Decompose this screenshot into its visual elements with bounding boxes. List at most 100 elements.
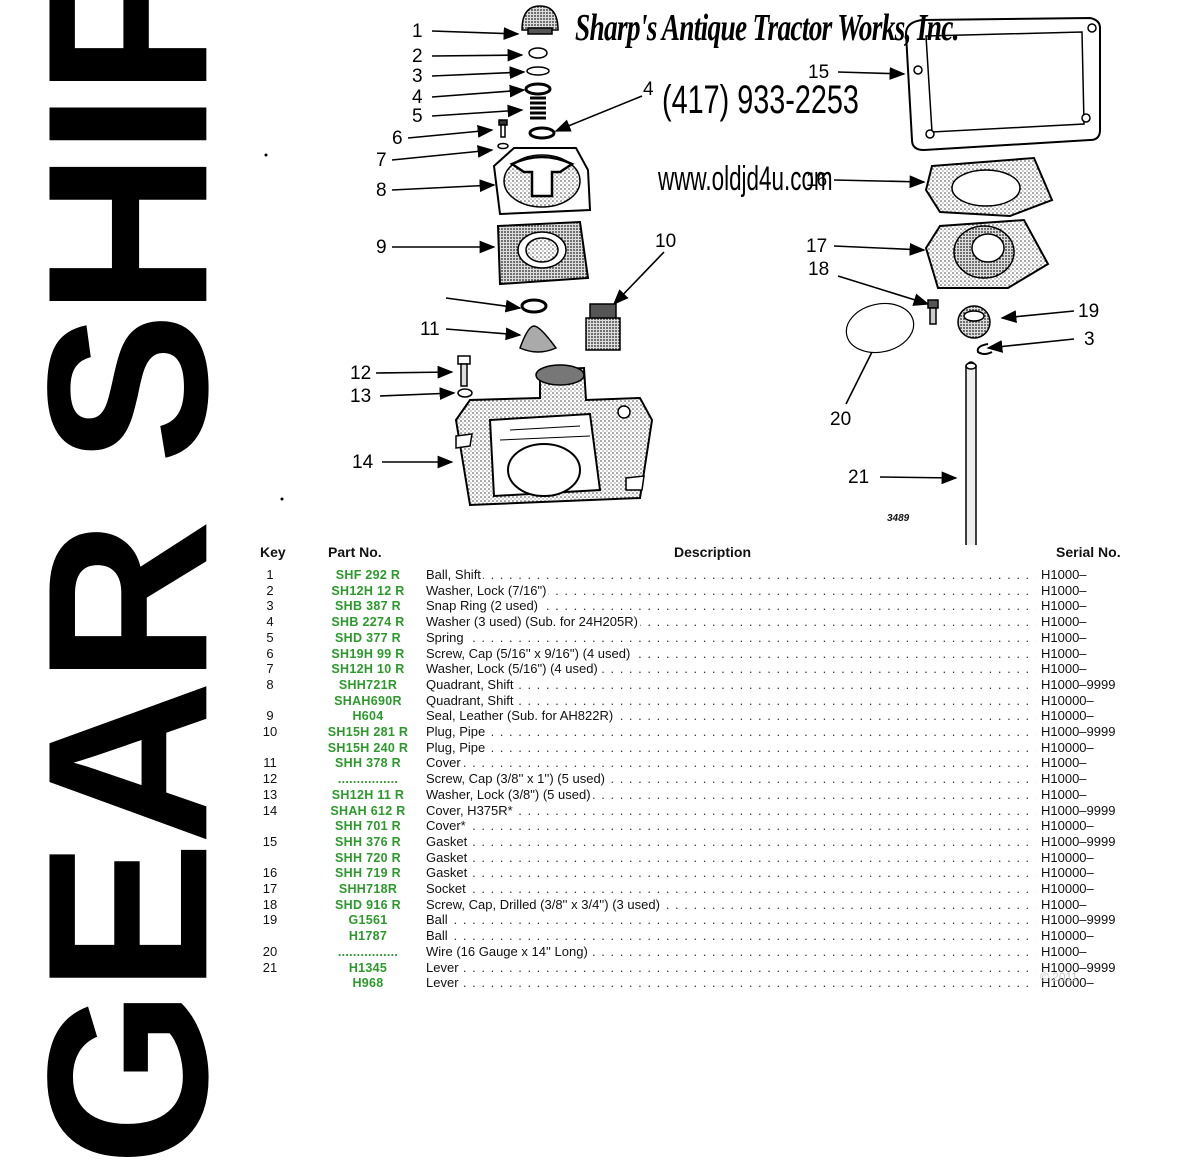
description-text: Lever <box>426 959 461 975</box>
copyright: © 2011 <box>1040 970 1078 984</box>
description-text: Screw, Cap (5/16'' x 9/16'') (4 used) <box>426 645 633 661</box>
cell-description: Seal, Leather (Sub. for AH822R) <box>426 708 1036 724</box>
callout-11: 11 <box>420 319 440 340</box>
callout-20: 20 <box>830 409 852 430</box>
cell-part-no: SH15H 281 R <box>327 725 409 739</box>
table-row: 19G1561BallH1000–9999 <box>256 912 1200 928</box>
cell-part-no: SHB 2274 R <box>331 615 405 630</box>
cell-description: Socket <box>426 881 1036 897</box>
cell-part-no: G1561 <box>348 913 388 928</box>
table-row: SHH 720 RGasketH10000– <box>256 849 1200 866</box>
cell-key: 3 <box>266 598 274 614</box>
cell-part-no: H1787 <box>348 929 388 944</box>
cell-key: 10 <box>262 724 278 739</box>
header-key: Key <box>260 544 286 560</box>
cell-part-no: SHH721R <box>338 677 398 692</box>
cell-serial-no: H10000– <box>1041 865 1094 881</box>
header-description: Description <box>674 544 752 560</box>
table-row: 20................Wire (16 Gauge x 14'' … <box>256 943 1200 960</box>
cell-serial-no: H10000– <box>1041 975 1094 991</box>
cell-key: 7 <box>266 661 274 677</box>
description-text: Cover* <box>426 818 468 834</box>
callout-5: 5 <box>412 106 423 127</box>
cell-key: 20 <box>262 943 278 959</box>
callout-15: 15 <box>808 62 830 83</box>
brand-name: Sharp's Antique Tractor Works, Inc. <box>575 7 960 49</box>
cell-key: 4 <box>266 614 274 630</box>
cell-description: Washer (3 used) (Sub. for 24H205R) <box>426 614 1036 630</box>
cell-key: 15 <box>262 833 278 849</box>
cell-serial-no: H1000– <box>1041 614 1087 630</box>
cell-description: Cover <box>426 755 1036 771</box>
cell-part-no: ................ <box>337 944 399 959</box>
cell-serial-no: H10000– <box>1041 708 1094 724</box>
description-text: Ball <box>426 928 450 944</box>
description-text: Plug, Pipe <box>426 724 488 739</box>
cell-description: Spring <box>426 629 1036 646</box>
cell-key: 9 <box>266 708 274 724</box>
cell-serial-no: H1000– <box>1041 755 1087 771</box>
cell-serial-no: H10000– <box>1041 818 1094 834</box>
cell-part-no: SHH 378 R <box>335 756 401 771</box>
callout-3: 3 <box>412 66 423 87</box>
table-row: SHH 701 R Cover* H10000– <box>256 818 1200 834</box>
cell-serial-no: H1000– <box>1041 645 1087 661</box>
description-text: Gasket <box>426 849 470 865</box>
cell-serial-no: H10000– <box>1041 928 1094 944</box>
figure-number: 3489 <box>887 513 910 524</box>
cell-serial-no: H1000– <box>1041 629 1087 645</box>
cell-part-no: SHH 720 R <box>335 850 401 865</box>
callout-17: 17 <box>806 236 828 257</box>
table-row: H1787 Ball H10000– <box>256 928 1200 944</box>
callout-4: 4 <box>412 87 423 108</box>
callout-12: 12 <box>350 363 372 384</box>
cell-description: Washer, Lock (3/8") (5 used) <box>426 786 1036 803</box>
cell-part-no: SHH718R <box>338 882 398 896</box>
cell-key: 2 <box>266 582 274 598</box>
cell-description: Washer, Lock (5/16") (4 used) <box>426 661 1036 677</box>
cell-part-no: SHF 292 R <box>335 568 401 582</box>
cell-key: 21 <box>262 959 278 975</box>
table-row: 9 H604 Seal, Leather (Sub. for AH822R) H100… <box>256 708 1200 724</box>
cell-serial-no: H1000–9999 <box>1041 676 1116 692</box>
cell-part-no: SHAH690R <box>334 693 402 708</box>
callout-16: 16 <box>806 170 828 191</box>
cell-description: Gasket <box>426 849 1036 866</box>
callout-19: 19 <box>1078 301 1100 322</box>
description-text: Ball, Shift <box>426 567 483 582</box>
description-text: Spring <box>426 629 466 645</box>
cell-serial-no: H1000– <box>1041 598 1087 614</box>
cell-part-no: H604 <box>352 709 384 724</box>
cell-part-no: SH19H 99 R <box>331 646 405 661</box>
cell-description: Gasket <box>426 833 1036 850</box>
description-text: Washer (3 used) (Sub. for 24H205R) <box>426 614 640 630</box>
table-row: 21H1345LeverH1000–9999 <box>256 959 1200 976</box>
cell-part-no: SHH 701 R <box>335 819 401 834</box>
cell-key: 17 <box>262 881 278 896</box>
callout-8: 8 <box>376 180 387 201</box>
cell-description: Screw, Cap (3/8'' x 1'') (5 used) <box>426 771 1036 787</box>
exploded-diagram: 1 2 3 4 5 4 6 7 8 9 10 11 12 13 14 15 16… <box>0 0 1200 545</box>
header-part-no: Part No. <box>328 544 382 560</box>
cell-description: Ball <box>426 912 1036 928</box>
description-text: Quadrant, Shift <box>426 692 516 708</box>
cell-description: Quadrant, Shift <box>426 692 1036 709</box>
description-text: Washer, Lock (3/8") (5 used) <box>426 786 593 802</box>
callout-1: 1 <box>412 21 423 42</box>
cell-serial-no: H1000– <box>1041 567 1087 582</box>
cell-serial-no: H1000– <box>1041 786 1087 802</box>
cell-key: 13 <box>262 786 278 802</box>
description-text: Washer, Lock (7/16") <box>426 582 549 598</box>
cell-key: 16 <box>262 865 278 881</box>
cell-description: Cover, H375R* <box>426 802 1036 819</box>
callout-10: 10 <box>655 231 677 252</box>
